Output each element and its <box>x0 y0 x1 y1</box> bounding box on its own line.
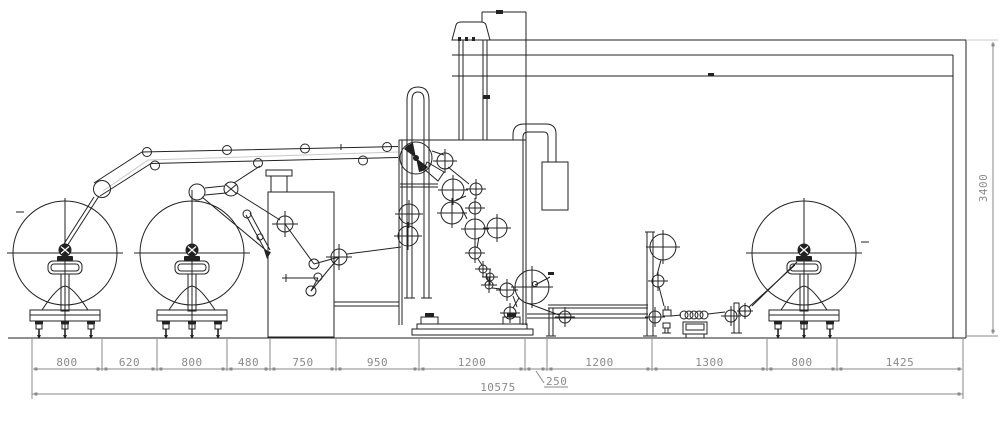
dim-chain-label-8: 1300 <box>695 356 724 369</box>
dim-chain-label-7: 1200 <box>585 356 614 369</box>
exhaust-duct <box>512 123 569 211</box>
compensator-cabinet <box>265 169 402 338</box>
dim-total-label: 10575 <box>480 381 516 394</box>
coating-machine <box>394 10 575 336</box>
dim-chain-label-0: 800 <box>56 356 77 369</box>
right-wall <box>952 40 967 338</box>
head-pulley <box>399 141 445 188</box>
leader-250: 250 <box>535 370 568 388</box>
web-line <box>61 196 95 248</box>
filter-box <box>541 161 569 211</box>
guide-roller-pair <box>721 302 753 334</box>
dim-chain-label-9: 800 <box>791 356 812 369</box>
web-line <box>346 246 402 255</box>
belt-idler <box>142 147 152 157</box>
beam-hanger-tick <box>708 73 714 76</box>
belt-idler <box>358 155 368 166</box>
unwind-stand-2 <box>133 165 281 340</box>
outfeed-table <box>527 304 648 337</box>
dim-chain-label-2: 800 <box>181 356 202 369</box>
machine-rollers <box>394 149 575 327</box>
unwind-stand-1 <box>6 195 124 340</box>
pivot-roller <box>223 181 239 197</box>
dim-narrow-label: 250 <box>546 375 567 388</box>
winder-stand <box>745 197 869 340</box>
arm-roller <box>188 183 206 201</box>
accumulator-pipe <box>404 86 432 299</box>
height-dimension: 3400 <box>966 39 998 337</box>
exhaust-chimney <box>451 10 526 140</box>
dim-height-label: 3400 <box>977 174 990 203</box>
dim-chain-label-6: 1200 <box>458 356 487 369</box>
dim-chain-label-3: 480 <box>238 356 259 369</box>
web-clamp <box>662 306 672 334</box>
spring-tension-unit <box>670 264 796 338</box>
belt-idler <box>222 145 232 155</box>
belt-idler <box>150 160 160 171</box>
overhead-beam <box>452 39 966 77</box>
web-line <box>66 195 100 247</box>
guide-post <box>643 230 680 337</box>
dim-chain-label-10: 1425 <box>886 356 915 369</box>
dim-chain-label-4: 750 <box>292 356 313 369</box>
dancer-linkage <box>272 211 352 297</box>
treatment-tank <box>682 321 708 338</box>
belt-idler <box>253 158 263 168</box>
belt-idler <box>300 143 310 154</box>
web-line <box>751 261 798 307</box>
dim-chain-label-1: 620 <box>119 356 140 369</box>
pedestal-flange <box>265 169 293 177</box>
web-path <box>431 150 560 316</box>
belt-idler <box>382 142 392 152</box>
pedestal-column <box>270 175 288 193</box>
total-dimension: 10575 <box>32 381 963 396</box>
dim-chain-label-5: 950 <box>367 356 388 369</box>
dimension-chain: 800 620 800 480 750 950 1200 1200 1300 8… <box>31 339 964 399</box>
dimension-ticks <box>34 367 961 371</box>
incline-belt-conveyor <box>93 142 399 198</box>
